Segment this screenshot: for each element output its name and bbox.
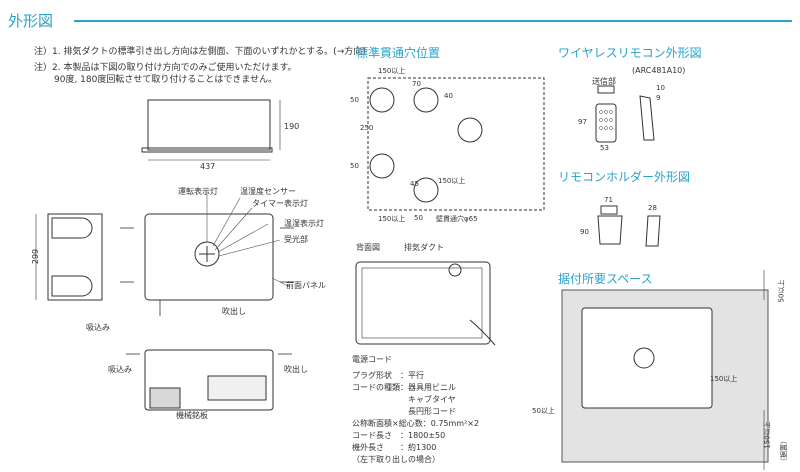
dim-holder-90: 90 [580, 228, 589, 236]
page-title: 外形図 [8, 12, 54, 30]
dim-hole-150-bot: 150以上 [378, 215, 406, 223]
dim-remote-9: 9 [656, 94, 661, 102]
label-cord: 電源コード [352, 355, 392, 364]
label-timer-lamp: タイマー表示灯 [252, 199, 308, 208]
title-rule [74, 20, 792, 22]
note-1: 注）1. 排気ダクトの標準引き出し方向は左側面、下面のいずれかとする。(→方向) [34, 47, 366, 57]
dim-holder-28: 28 [648, 204, 657, 212]
unit-bottom-view [144, 349, 274, 411]
spec-line-8: （左下取り出しの場合） [352, 455, 440, 464]
dim-190: 190 [284, 122, 300, 131]
dim-299: 299 [31, 248, 41, 265]
hole-diameter: 壁貫通穴φ65 [436, 215, 478, 223]
label-run-lamp: 運転表示灯 [178, 187, 218, 196]
unit-front-view [144, 213, 274, 301]
spec-line-3: キャブタイヤ [352, 395, 456, 404]
spec-line-4: 長円形コード [352, 407, 456, 416]
label-intake-1: 吸込み [86, 323, 110, 332]
spec-line-1: プラグ形状 ：平行 [352, 371, 424, 380]
spec-line-5: 公称断面積×総心数：0.75mm²×2 [352, 419, 480, 428]
space-unit [581, 307, 713, 409]
dim-hole-40: 40 [444, 92, 453, 100]
unit-top-view [147, 99, 271, 151]
dim-437: 437 [200, 162, 216, 171]
hole-area [367, 77, 545, 211]
label-exhaust-1: 吹出し [222, 307, 246, 316]
remote-body [595, 103, 617, 143]
label-temp-sensor: 温湿度センサー [240, 187, 296, 196]
holder-title: リモコンホルダー外形図 [558, 170, 691, 184]
note-2: 注）2. 本製品は下図の取り付け方向でのみご使用いただけます。 [34, 63, 297, 73]
dim-holder-71: 71 [604, 196, 613, 204]
dim-remote-53: 53 [600, 144, 609, 152]
spec-line-2: コードの種類：器具用ビニル [352, 383, 456, 392]
remote-top-view [597, 85, 615, 94]
hole-center [457, 117, 483, 143]
label-receiver: 受光部 [284, 235, 308, 244]
remote-model: (ARC481A10) [632, 66, 686, 75]
dim-remote-10: 10 [656, 84, 665, 92]
remote-side-view [639, 95, 655, 141]
dim-space-50-top: 50以上 [777, 279, 786, 303]
holder-front [597, 215, 623, 245]
hole-bottom-mid [413, 177, 439, 203]
label-temp-lamp: 温湿表示灯 [284, 219, 324, 228]
label-transmitter: 送信部 [592, 77, 616, 86]
label-exhaust-2: 吹出し [284, 365, 308, 374]
spec-line-6: コード長さ ：1800±50 [352, 431, 446, 440]
holder-side [645, 215, 661, 247]
label-front-panel: 前面パネル [286, 281, 326, 290]
back-title: 背面図 [356, 243, 380, 252]
hole-top-mid [413, 87, 439, 113]
note-3: 90度, 180度回転させて取り付けることはできません。 [54, 75, 278, 85]
label-space-note: （据置） [780, 437, 788, 465]
label-nameplate: 機械銘板 [176, 411, 208, 420]
dim-space-50-left: 50以上 [532, 407, 555, 415]
dim-space-150-bottom: 150以上 [763, 421, 772, 449]
back-view [355, 261, 491, 345]
dim-hole-50-bot: 50 [414, 214, 423, 222]
dim-hole-150-r: 150以上 [438, 177, 466, 185]
remote-title: ワイヤレスリモコン外形図 [558, 46, 702, 60]
dim-hole-50-2: 50 [350, 162, 359, 170]
dim-hole-50: 50 [350, 96, 359, 104]
hole-bottom-left [369, 153, 395, 179]
hole-top-left [369, 87, 395, 113]
dim-hole-150-top: 150以上 [378, 67, 406, 75]
dim-hole-70: 70 [412, 80, 421, 88]
space-title: 据付所要スペース [558, 272, 653, 286]
dim-space-150-right: 150以上 [710, 375, 738, 383]
dim-hole-250: 250 [360, 124, 374, 132]
hole-title: 標準貫通穴位置 [356, 46, 441, 60]
dim-hole-45: 45 [410, 180, 419, 188]
label-duct: 排気ダクト [404, 243, 444, 252]
unit-side-view [47, 213, 103, 301]
label-intake-2: 吸込み [108, 365, 132, 374]
spec-line-7: 機外長さ ：約1300 [352, 443, 437, 452]
dim-remote-97: 97 [578, 118, 587, 126]
